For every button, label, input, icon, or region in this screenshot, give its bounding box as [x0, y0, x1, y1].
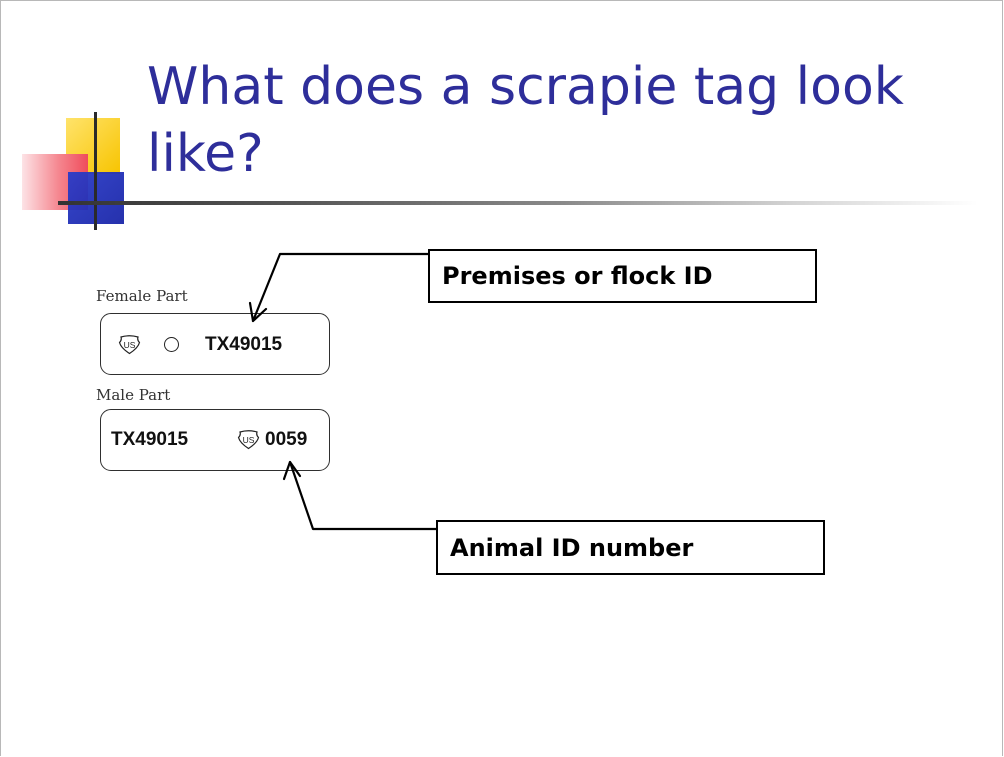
animal-id-callout-text: Animal ID number: [450, 533, 694, 562]
male-tag-serial: 0059: [265, 429, 308, 450]
female-tag-number: TX49015: [205, 334, 283, 355]
slide-title: What does a scrapie tag look like?: [147, 57, 904, 184]
us-badge-text: US: [124, 340, 136, 350]
decorative-vertical-line: [94, 112, 97, 230]
male-tag: TX49015 US 0059: [100, 409, 330, 471]
us-shield-icon: US: [118, 335, 141, 355]
premises-callout: Premises or flock ID: [428, 249, 817, 303]
male-tag-number: TX49015: [111, 429, 189, 450]
animal-id-callout: Animal ID number: [436, 520, 825, 575]
premises-callout-text: Premises or flock ID: [442, 262, 713, 290]
title-underline: [58, 201, 978, 205]
female-tag: US TX49015: [100, 313, 330, 375]
tag-hole-icon: [164, 337, 179, 352]
us-badge-text: US: [243, 435, 255, 445]
male-part-caption: Male Part: [96, 386, 171, 404]
us-shield-icon: US: [237, 430, 260, 450]
female-part-caption: Female Part: [96, 287, 188, 305]
